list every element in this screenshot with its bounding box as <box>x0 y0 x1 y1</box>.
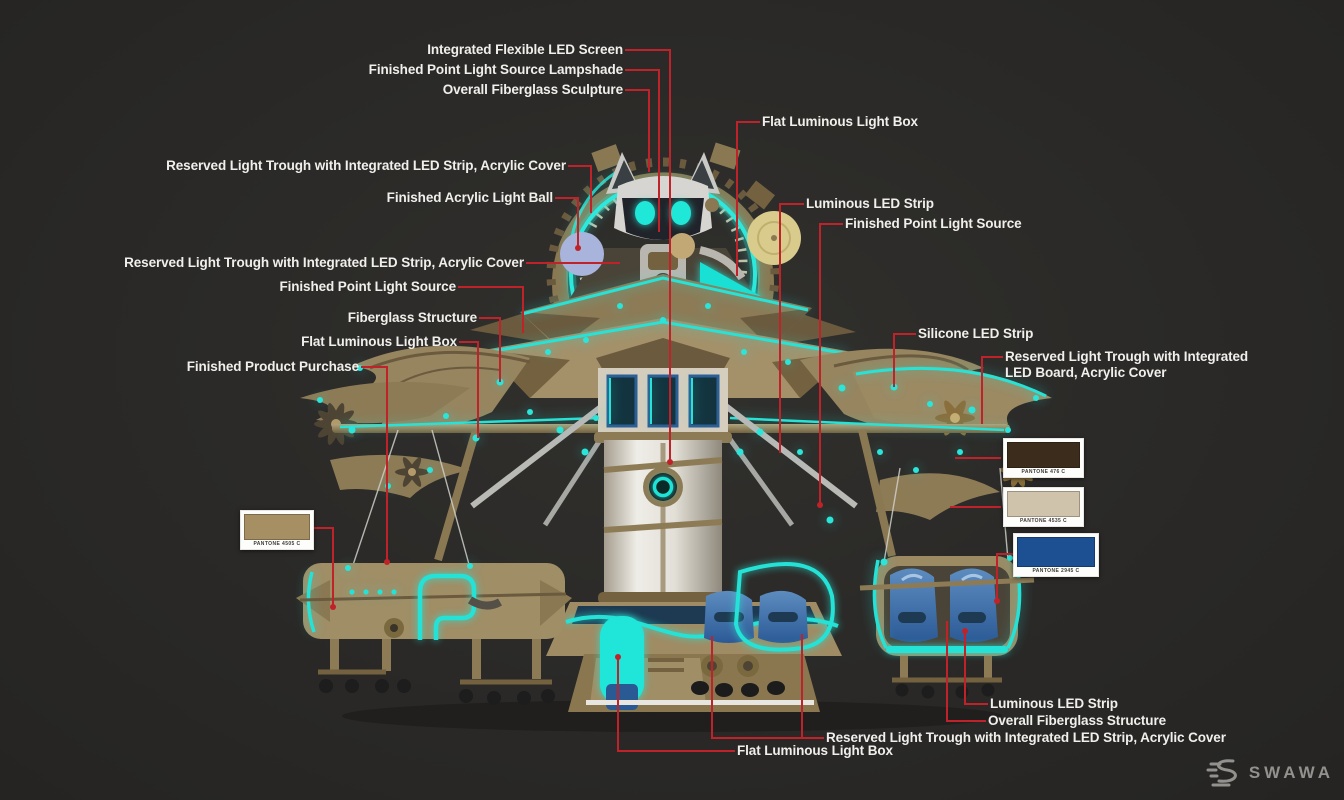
color-chip <box>244 514 310 540</box>
annotation-point-light-source-lampshade: Finished Point Light Source Lampshade <box>368 62 623 77</box>
neon-dots <box>317 303 1039 571</box>
annotation-luminous-led-strip-right: Luminous LED Strip <box>806 196 934 211</box>
pantone-swatch-blue: PANTONE 2945 C <box>1013 533 1099 577</box>
annotation-finished-product-purchase: Finished Product Purchase <box>186 359 359 374</box>
color-chip <box>1017 537 1095 567</box>
leader-overall-fiberglass-structure <box>946 621 986 722</box>
annotation-luminous-led-strip-bottom: Luminous LED Strip <box>990 696 1118 711</box>
pantone-swatch-tan: PANTONE 4505 C <box>240 510 314 550</box>
brand-name: SWAWA <box>1248 763 1334 782</box>
leader-luminous-led-strip-bottom <box>964 631 988 705</box>
swatch-caption: PANTONE 4505 C <box>253 541 301 547</box>
annotation-light-trough-board: Reserved Light Trough with Integrated LE… <box>1005 349 1249 380</box>
leader-endpoint <box>615 654 621 660</box>
leader-finished-product-purchase <box>361 366 388 562</box>
swatch-caption: PANTONE 476 C <box>1021 469 1066 475</box>
leader-light-trough-bottom <box>711 636 824 739</box>
right-canopy-wing <box>852 365 1052 520</box>
leader-acrylic-light-ball <box>555 197 579 246</box>
pantone-swatch-brown: PANTONE 476 C <box>1003 438 1084 478</box>
leader-point-light-source-right <box>819 223 843 505</box>
leader-silicone-led-strip <box>893 333 916 387</box>
leader-light-trough-upper <box>568 165 592 213</box>
left-gondola <box>296 563 572 705</box>
leader-endpoint <box>384 559 390 565</box>
base-pedestal <box>568 616 820 712</box>
annotation-point-light-source-left: Finished Point Light Source <box>279 279 456 294</box>
acrylic-light-ball <box>560 232 604 276</box>
leader-endpoint <box>962 628 968 634</box>
leader-endpoint <box>667 459 673 465</box>
leader-fiberglass-structure <box>479 317 501 382</box>
annotation-overall-fiberglass-structure: Overall Fiberglass Structure <box>988 713 1167 728</box>
annotation-overall-fiberglass-sculpture: Overall Fiberglass Sculpture <box>442 82 623 97</box>
leader-flat-light-box-bottom <box>617 657 735 752</box>
annotation-light-trough-upper: Reserved Light Trough with Integrated LE… <box>166 158 566 173</box>
annotation-light-trough-mid: Reserved Light Trough with Integrated LE… <box>124 255 524 270</box>
annotation-point-light-source-right: Finished Point Light Source <box>845 216 1022 231</box>
annotation-silicone-led-strip: Silicone LED Strip <box>918 326 1034 341</box>
leader-integrated-flexible-led-screen <box>625 49 671 462</box>
annotation-flat-light-box-bottom: Flat Luminous Light Box <box>737 743 893 758</box>
annotation-light-trough-bottom: Reserved Light Trough with Integrated LE… <box>826 730 1226 745</box>
leader-endpoint <box>817 502 823 508</box>
leader-swatch-left <box>312 527 334 607</box>
annotation-integrated-flexible-led-screen: Integrated Flexible LED Screen <box>427 42 623 57</box>
annotation-flat-light-box-right: Flat Luminous Light Box <box>762 114 918 129</box>
leader-point-light-source-lampshade <box>625 69 660 232</box>
pantone-swatch-beige: PANTONE 4535 C <box>1003 487 1084 527</box>
leader-endpoint <box>330 604 336 610</box>
leader-luminous-led-strip-right <box>779 203 804 453</box>
annotation-flat-light-box-left: Flat Luminous Light Box <box>301 334 457 349</box>
swatch-caption: PANTONE 4535 C <box>1019 518 1068 524</box>
color-chip <box>1007 491 1080 517</box>
leader-flat-light-box-left <box>459 341 479 438</box>
right-gondola <box>859 556 1035 699</box>
annotation-acrylic-light-ball: Finished Acrylic Light Ball <box>386 190 553 205</box>
annotation-fiberglass-structure: Fiberglass Structure <box>347 310 477 325</box>
middle-seats <box>704 562 835 652</box>
swawa-s-icon <box>1206 759 1237 787</box>
color-chip <box>1007 442 1080 468</box>
leader-overall-fiberglass-sculpture <box>625 89 650 172</box>
brand-logo: SWAWA <box>1203 756 1334 790</box>
side-disc <box>747 211 801 265</box>
leader-point-light-source-left <box>458 286 524 333</box>
leader-endpoint <box>575 245 581 251</box>
ground-shadow <box>342 700 1002 732</box>
leader-light-trough-board <box>981 356 1003 424</box>
leader-swatch-blue <box>996 553 1013 601</box>
cat-mascot-sculpture <box>606 152 746 296</box>
center-tower <box>594 338 732 604</box>
leader-flat-light-box-right <box>736 121 760 276</box>
leader-endpoint <box>994 598 1000 604</box>
swatch-caption: PANTONE 2945 C <box>1032 568 1080 574</box>
